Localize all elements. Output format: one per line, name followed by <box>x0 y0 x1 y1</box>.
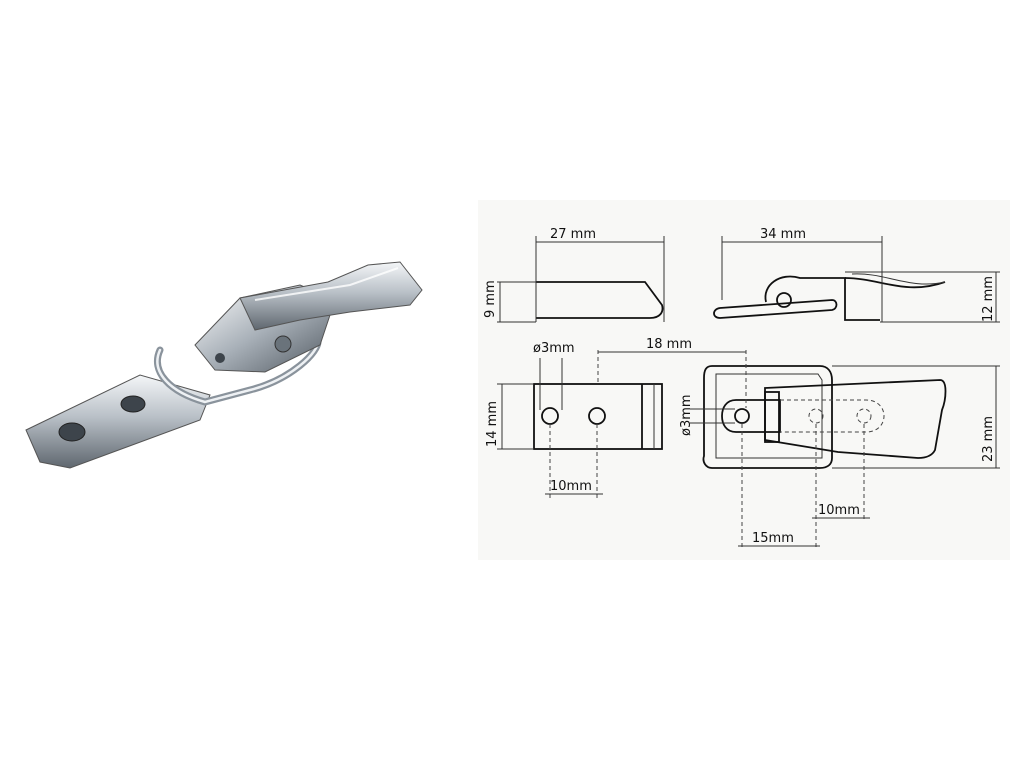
latch-wire-frame <box>702 365 833 469</box>
latch-side-spring <box>844 277 946 289</box>
catch-side-profile <box>536 281 664 319</box>
latch-pivot <box>721 399 781 433</box>
latch-photo <box>25 261 423 469</box>
catch-top-outline <box>533 383 663 450</box>
dim-latch-width: 23 mm <box>981 416 996 462</box>
dim-latch-hole-diameter: ø3mm <box>679 394 694 436</box>
latch-top-lever <box>764 379 947 459</box>
plate-hole-left <box>58 422 86 442</box>
dim-pivot-offset: 15mm <box>752 531 794 546</box>
dim-latch-height: 12 mm <box>981 276 996 322</box>
plate-hole-right <box>120 395 146 413</box>
dim-latch-hole-spacing: 10mm <box>818 503 860 518</box>
dim-latch-length: 34 mm <box>760 227 806 242</box>
dim-latch-offset: 18 mm <box>646 337 692 352</box>
latch-hole-hidden <box>808 408 824 424</box>
latch-side-lever <box>713 299 838 319</box>
dim-catch-height: 9 mm <box>483 280 498 318</box>
latch-side-body <box>764 275 880 321</box>
latch-hole-front <box>734 408 750 424</box>
dim-catch-length: 27 mm <box>550 227 596 242</box>
dim-catch-hole-spacing: 10mm <box>550 479 592 494</box>
latch-lever <box>239 261 423 331</box>
catch-side-view: 27 mm 9 mm <box>483 227 665 323</box>
latch-side-view: 34 mm 12 mm <box>713 227 1000 323</box>
technical-drawing: 27 mm 9 mm ø3mm 14 mm 10mm <box>478 200 1010 560</box>
dim-catch-hole-diameter: ø3mm <box>533 341 575 356</box>
dim-catch-width: 14 mm <box>485 401 500 447</box>
hinge-rivet <box>274 335 292 353</box>
latch-top-view: ø3mm 18 mm 23 mm 10mm 15mm <box>597 337 1000 548</box>
latch-base-plate <box>25 374 211 469</box>
catch-top-view: ø3mm 14 mm 10mm <box>485 341 663 500</box>
